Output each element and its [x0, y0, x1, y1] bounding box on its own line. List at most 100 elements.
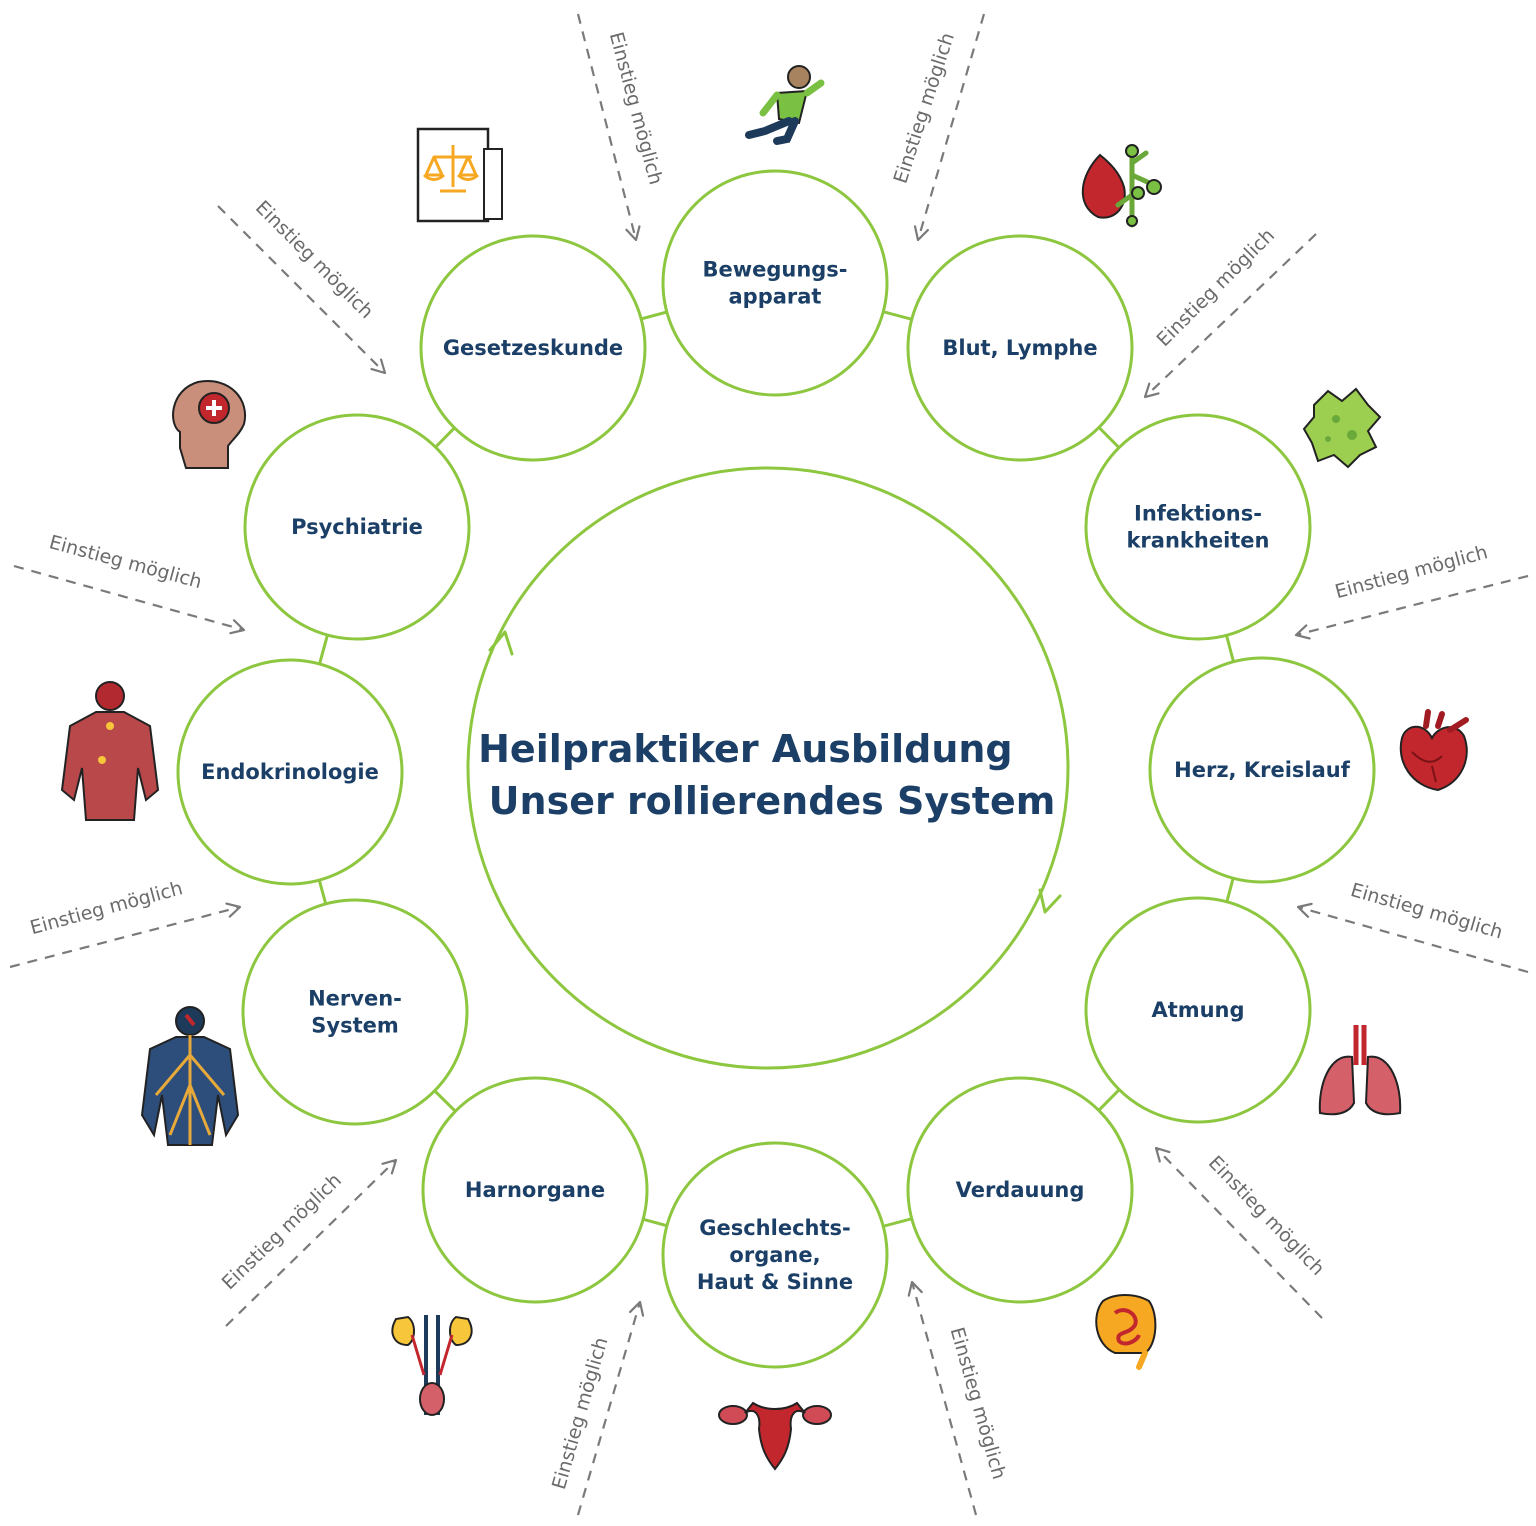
entry-label: Einstieg möglich — [218, 1169, 346, 1294]
entry-label: Einstieg möglich — [1348, 879, 1505, 943]
topic-label-line: Infektions- — [1134, 502, 1262, 526]
nervous-system-icon — [140, 1006, 240, 1146]
topic-label: Atmung — [1151, 998, 1244, 1022]
entry-arrow: Einstieg möglich — [1296, 879, 1529, 974]
topic-circle — [421, 1076, 649, 1304]
topic-label: Verdauung — [956, 1178, 1085, 1202]
entry-arrow: Einstieg möglich — [218, 1158, 398, 1327]
entry-arrow-head — [381, 1158, 398, 1175]
topic-circle — [906, 1076, 1134, 1304]
cycle-arrow-bottom-right — [1038, 888, 1062, 914]
entry-arrow-head — [907, 1280, 923, 1297]
topic-node-infektion: Infektions-krankheiten — [1084, 413, 1312, 641]
entry-arrow-head — [229, 619, 246, 635]
topic-node-psych: Psychiatrie — [243, 413, 471, 641]
topic-label-line: Haut & Sinne — [697, 1270, 853, 1294]
topic-label: Gesetzeskunde — [443, 336, 623, 360]
virus-icon — [1302, 387, 1382, 469]
entry-arrow: Einstieg möglich — [1143, 224, 1317, 399]
center-cycle: Heilpraktiker Ausbildung Unser rollieren… — [466, 466, 1070, 1070]
entry-arrow-line — [1297, 905, 1529, 974]
topic-label: Blut, Lymphe — [942, 336, 1097, 360]
topic-node-harn: Harnorgane — [421, 1076, 649, 1304]
entry-arrow-head — [913, 225, 929, 242]
entry-arrow-line — [1295, 574, 1529, 637]
entry-arrow: Einstieg möglich — [217, 196, 387, 375]
lungs-icon — [1318, 1025, 1402, 1116]
law-document-icon — [416, 127, 503, 223]
topic-node-verdauung: Verdauung — [906, 1076, 1134, 1304]
topic-label-line: Bewegungs- — [702, 258, 847, 282]
entry-arrow-head — [1294, 624, 1311, 640]
topic-circle — [661, 169, 889, 397]
entry-arrow-line — [576, 13, 638, 241]
entry-label: Einstieg möglich — [605, 30, 667, 187]
entry-arrow-line — [13, 564, 245, 632]
topic-label-line: Gesetzeskunde — [443, 336, 623, 360]
entry-arrow-head — [625, 225, 641, 242]
entry-arrow-line — [1155, 1147, 1323, 1319]
topic-label-line: Blut, Lymphe — [942, 336, 1097, 360]
entry-arrow: Einstieg möglich — [1294, 541, 1529, 640]
topic-label-line: krankheiten — [1126, 529, 1269, 553]
title-line-2: Unser rollierendes System — [489, 779, 1056, 823]
topic-icons — [60, 65, 1469, 1471]
entry-arrow: Einstieg möglich — [9, 877, 242, 969]
topic-circle — [661, 1141, 889, 1369]
topic-label-line: Atmung — [1151, 998, 1244, 1022]
topic-label: Bewegungs-apparat — [702, 258, 847, 309]
topic-label-line: organe, — [729, 1243, 820, 1267]
entry-arrow-line — [576, 1301, 642, 1516]
topic-label-line: Nerven- — [308, 987, 402, 1011]
topic-circle — [1084, 413, 1312, 641]
topic-node-atmung: Atmung — [1084, 896, 1312, 1124]
entry-arrow-head — [370, 358, 387, 375]
topic-label: Herz, Kreislauf — [1174, 758, 1351, 782]
cycle-arrow-top-left — [488, 630, 514, 656]
entry-arrow-line — [916, 13, 986, 241]
head-cross-icon — [172, 380, 247, 469]
topic-label: Psychiatrie — [291, 515, 423, 539]
entry-arrow-line — [217, 205, 386, 374]
entry-arrow: Einstieg möglich — [907, 1280, 1010, 1516]
topic-circle — [419, 234, 647, 462]
svg-text:Heilpraktiker Ausbildung: Heilpraktiker Ausbildung Unser rollieren… — [478, 727, 1055, 823]
entry-label: Einstieg möglich — [47, 531, 204, 593]
topic-node-nerven: Nerven-System — [241, 898, 469, 1126]
entry-arrow-head — [1143, 382, 1160, 399]
topic-node-gesetz: Gesetzeskunde — [419, 234, 647, 462]
spleen-lymph-icon — [1081, 144, 1162, 228]
topic-label-line: Psychiatrie — [291, 515, 423, 539]
kidneys-icon — [391, 1315, 473, 1416]
entry-label: Einstieg möglich — [1333, 541, 1490, 603]
topic-node-geschlecht: Geschlechts-organe, Haut & Sinne — [661, 1141, 889, 1369]
topic-label-line: Harnorgane — [465, 1178, 605, 1202]
topic-node-blut: Blut, Lymphe — [906, 234, 1134, 462]
topic-circle — [1084, 896, 1312, 1124]
entry-arrow: Einstieg möglich — [1154, 1146, 1329, 1319]
topic-label-line: Endokrinologie — [201, 760, 379, 784]
topic-label: Geschlechts-organe, Haut & Sinne — [697, 1216, 853, 1294]
topic-node-herz: Herz, Kreislauf — [1148, 656, 1376, 884]
topic-node-endo: Endokrinologie — [176, 658, 404, 886]
topic-circle — [1148, 656, 1376, 884]
entry-arrow: Einstieg möglich — [890, 13, 986, 242]
entry-arrow: Einstieg möglich — [548, 1300, 645, 1516]
entry-arrow-line — [910, 1281, 978, 1516]
topic-label-line: apparat — [729, 285, 822, 309]
entry-arrow-line — [225, 1159, 397, 1327]
entry-arrow-head — [1154, 1146, 1171, 1163]
topic-label: Infektions-krankheiten — [1126, 502, 1269, 553]
entry-label: Einstieg möglich — [548, 1335, 612, 1492]
intestine-icon — [1095, 1294, 1157, 1370]
entry-label: Einstieg möglich — [946, 1325, 1010, 1482]
topic-label: Nerven-System — [308, 987, 402, 1038]
entry-arrow: Einstieg möglich — [576, 13, 667, 242]
topic-node-bewegung: Bewegungs-apparat — [661, 169, 889, 397]
topic-label-line: Geschlechts- — [699, 1216, 850, 1240]
entry-label: Einstieg möglich — [251, 196, 378, 323]
entry-arrow: Einstieg möglich — [13, 531, 246, 635]
heart-icon — [1399, 709, 1469, 792]
topic-circle — [176, 658, 404, 886]
